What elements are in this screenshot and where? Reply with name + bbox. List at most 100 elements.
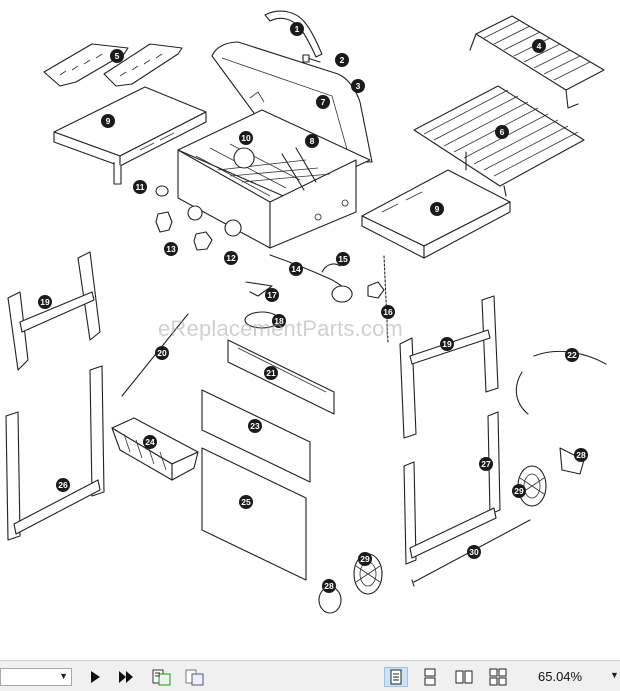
- lid-handle-part: [264, 10, 323, 58]
- leg-frame-left-top-part: [7, 251, 101, 371]
- svg-text:21: 21: [266, 368, 276, 378]
- basket-part: [111, 417, 199, 481]
- svg-text:8: 8: [310, 136, 315, 146]
- callout-10: 10: [239, 131, 253, 145]
- match-chain-part: [383, 255, 389, 343]
- callout-1: 1: [290, 22, 304, 36]
- export-icon: [152, 669, 171, 686]
- svg-text:15: 15: [338, 254, 348, 264]
- callout-11: 11: [133, 180, 147, 194]
- svg-text:11: 11: [136, 182, 145, 192]
- callout-24: 24: [143, 435, 157, 449]
- facing-view-button[interactable]: [452, 667, 476, 687]
- callout-27: 27: [479, 457, 493, 471]
- svg-text:1: 1: [295, 24, 300, 34]
- heat-plates-part: [43, 43, 183, 87]
- continuous-view-button[interactable]: [418, 667, 442, 687]
- svg-text:19: 19: [40, 297, 50, 307]
- svg-text:7: 7: [321, 97, 326, 107]
- svg-text:14: 14: [291, 264, 301, 274]
- callout-23: 23: [248, 419, 262, 433]
- leg-frame-right-top-part: [399, 295, 499, 439]
- callout-9-left: 9: [101, 114, 115, 128]
- clip-part: [245, 281, 273, 297]
- gas-regulator-part: [269, 254, 385, 303]
- viewer-toolbar: ▼ 65.04% ▼: [0, 660, 620, 691]
- continuous-facing-view-button[interactable]: [486, 667, 510, 687]
- callout-28-right: 28: [574, 448, 588, 462]
- svg-text:16: 16: [383, 307, 393, 317]
- callout-29-right: 29: [512, 484, 526, 498]
- export-button[interactable]: [150, 667, 174, 687]
- spring-clip-part: [515, 350, 607, 415]
- callout-26: 26: [56, 478, 70, 492]
- callout-8: 8: [305, 134, 319, 148]
- callout-28-left: 28: [322, 579, 336, 593]
- single-page-icon: [390, 669, 402, 685]
- svg-text:27: 27: [481, 459, 491, 469]
- last-page-button[interactable]: [115, 667, 137, 687]
- dropdown-arrow-icon[interactable]: ▼: [610, 670, 619, 680]
- single-page-view-button[interactable]: [384, 667, 408, 687]
- handle-bolt-part: [302, 54, 321, 63]
- callout-17: 17: [265, 288, 279, 302]
- play-icon: [91, 671, 100, 683]
- side-shelf-left-part: [53, 86, 207, 185]
- svg-text:30: 30: [469, 547, 479, 557]
- svg-text:9: 9: [435, 204, 440, 214]
- callout-19-right: 19: [440, 337, 454, 351]
- dropdown-arrow-icon: ▼: [59, 671, 68, 681]
- callout-30: 30: [467, 545, 481, 559]
- front-rail-part: [227, 339, 335, 415]
- front-panel-upper-part: [201, 389, 311, 483]
- svg-text:2: 2: [340, 55, 345, 65]
- svg-text:29: 29: [514, 486, 524, 496]
- svg-text:12: 12: [226, 253, 236, 263]
- zoom-level[interactable]: 65.04%: [538, 669, 583, 684]
- door-panel-part: [201, 447, 307, 581]
- callout-18: 18: [272, 314, 286, 328]
- callout-25: 25: [239, 495, 253, 509]
- callout-14: 14: [289, 262, 303, 276]
- import-icon: [185, 669, 204, 686]
- rod-part: [121, 313, 189, 397]
- svg-text:29: 29: [360, 554, 370, 564]
- svg-text:13: 13: [166, 244, 176, 254]
- svg-text:17: 17: [267, 290, 277, 300]
- svg-text:4: 4: [537, 41, 542, 51]
- svg-text:20: 20: [157, 348, 167, 358]
- next-page-button[interactable]: [86, 667, 104, 687]
- last-page-icon: [119, 671, 133, 683]
- callout-3: 3: [351, 79, 365, 93]
- leg-frame-left-bottom-part: [5, 365, 105, 541]
- svg-text:23: 23: [250, 421, 260, 431]
- callout-29-left: 29: [358, 552, 372, 566]
- callout-9-right: 9: [430, 202, 444, 216]
- svg-text:22: 22: [567, 350, 577, 360]
- callout-5: 5: [110, 49, 124, 63]
- grill-head-part: [177, 41, 373, 249]
- svg-text:28: 28: [576, 450, 586, 460]
- control-knobs-part: [155, 211, 213, 251]
- igniter-button-part: [155, 185, 169, 197]
- callout-19-left: 19: [38, 295, 52, 309]
- svg-text:18: 18: [274, 316, 284, 326]
- page-number-dropdown[interactable]: ▼: [0, 668, 72, 686]
- callout-4: 4: [532, 39, 546, 53]
- continuous-icon: [424, 668, 436, 686]
- callout-13: 13: [164, 242, 178, 256]
- svg-text:28: 28: [324, 581, 334, 591]
- callout-16: 16: [381, 305, 395, 319]
- callout-15: 15: [336, 252, 350, 266]
- svg-text:10: 10: [241, 133, 251, 143]
- callout-7: 7: [316, 95, 330, 109]
- svg-text:5: 5: [115, 51, 120, 61]
- svg-text:19: 19: [442, 339, 452, 349]
- exploded-parts-diagram: 1 2 3 4 5 6 7 8 9 9 10 11 12 13 14 15 16…: [5, 10, 607, 614]
- facing-icon: [455, 670, 473, 684]
- svg-text:24: 24: [145, 437, 155, 447]
- callout-20: 20: [155, 346, 169, 360]
- svg-text:9: 9: [106, 116, 111, 126]
- import-button[interactable]: [183, 667, 207, 687]
- svg-text:25: 25: [241, 497, 251, 507]
